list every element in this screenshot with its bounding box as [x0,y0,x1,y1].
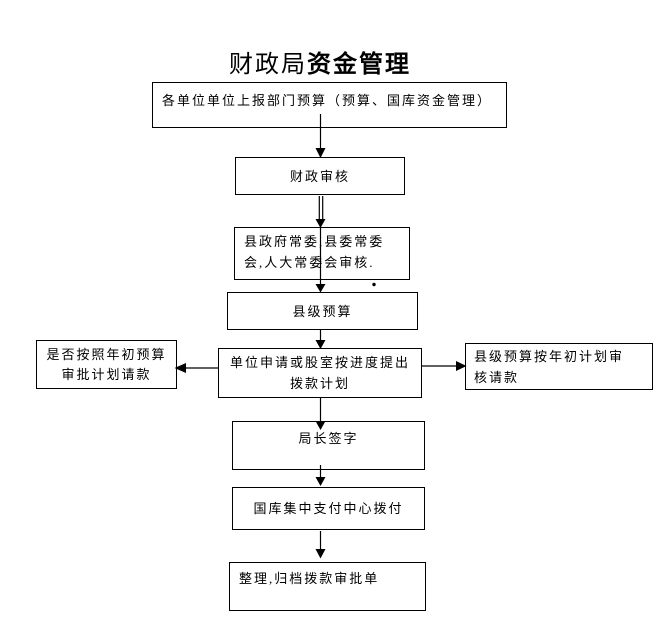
flow-node-budget-audit-label: 县级预算按年初计划审核请款 [474,349,625,385]
arrow-budget-to-apply [315,330,326,349]
flow-node-apply-funding: 单位申请或股室按进度提出拨款计划 [218,348,422,398]
arrow-apply-to-audit [422,361,467,371]
flow-node-finance-review: 财政审核 [235,157,405,195]
flow-node-archive-forms-label: 整理,归档拨款审批单 [239,571,380,586]
arrow-review-to-committee [315,196,326,228]
page-title: 财政局资金管理 [160,44,480,79]
flow-node-director-sign-label: 局长签字 [298,431,359,446]
flow-node-committee-review-label: 县政府常委,县委常委会,人大常委会审核. [244,234,385,270]
flow-node-report-budget: 各单位单位上报部门预算（预算、国库资金管理） [152,82,507,128]
flow-node-budget-audit: 县级预算按年初计划审核请款 [465,343,653,390]
flow-node-finance-review-label: 财政审核 [289,168,350,184]
flow-node-archive-forms: 整理,归档拨款审批单 [229,562,426,611]
flow-node-director-sign: 局长签字 [232,421,425,470]
flow-node-report-budget-label: 各单位单位上报部门预算（预算、国库资金管理） [162,93,493,108]
flow-node-committee-review: 县政府常委,县委常委会,人大常委会审核. [234,227,410,280]
flow-node-county-budget: 县级预算 [227,292,418,330]
flow-node-treasury-pay: 国库集中支付中心拨付 [232,487,425,530]
flow-node-treasury-pay-label: 国库集中支付中心拨付 [253,501,404,516]
arrow-pay-to-archive [315,531,326,559]
arrow-apply-to-plan-check [174,363,218,373]
flow-node-county-budget-label: 县级预算 [292,303,353,319]
page-title-emphasis: 资金管理 [307,52,411,78]
flow-node-apply-funding-label: 单位申请或股室按进度提出拨款计划 [229,355,410,391]
page-title-prefix: 财政局 [229,52,307,78]
flow-node-plan-check-label: 是否按照年初预算审批计划请款 [46,346,167,382]
flow-node-plan-check: 是否按照年初预算审批计划请款 [36,340,177,389]
stray-dot [372,282,376,287]
